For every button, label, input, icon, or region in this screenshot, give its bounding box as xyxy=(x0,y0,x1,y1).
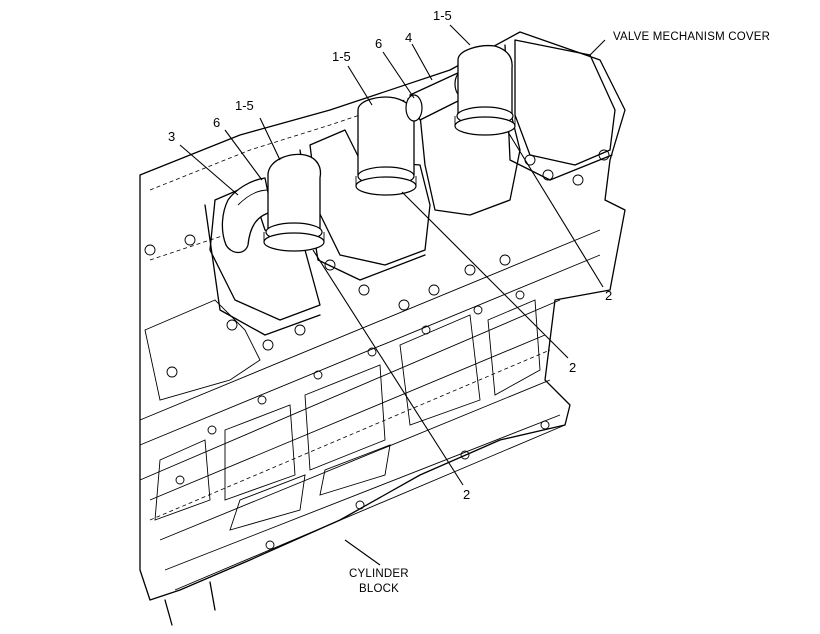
cylinder-block-outline xyxy=(139,31,626,626)
callout-2-bottom: 2 xyxy=(463,487,470,502)
callout-4: 4 xyxy=(405,30,412,45)
callout-2-right: 2 xyxy=(605,288,612,303)
right-elbow-assembly xyxy=(454,44,516,136)
left-elbow-assembly xyxy=(221,153,325,254)
callout-1-5-top: 1-5 xyxy=(433,8,452,23)
callout-2-middle: 2 xyxy=(569,360,576,375)
middle-elbow-assembly xyxy=(355,96,417,196)
crankcase-openings xyxy=(154,299,541,531)
callout-6-left: 6 xyxy=(213,115,220,130)
callout-1-5-left: 1-5 xyxy=(235,98,254,113)
part-labels: VALVE MECHANISM COVER CYLINDER BLOCK xyxy=(349,31,770,595)
cylinder-block-label-line1: CYLINDER xyxy=(349,568,409,580)
bolt-heads xyxy=(144,149,610,550)
valve-mechanism-cover-label: VALVE MECHANISM COVER xyxy=(613,31,770,43)
callout-labels: 1-5 4 6 1-5 1-5 6 3 2 2 2 xyxy=(168,8,612,502)
callout-6-middle: 6 xyxy=(375,36,382,51)
leader-lines xyxy=(179,24,606,566)
callout-1-5-middle: 1-5 xyxy=(332,49,351,64)
cylinder-block-label-line2: BLOCK xyxy=(359,583,399,595)
callout-3: 3 xyxy=(168,129,175,144)
